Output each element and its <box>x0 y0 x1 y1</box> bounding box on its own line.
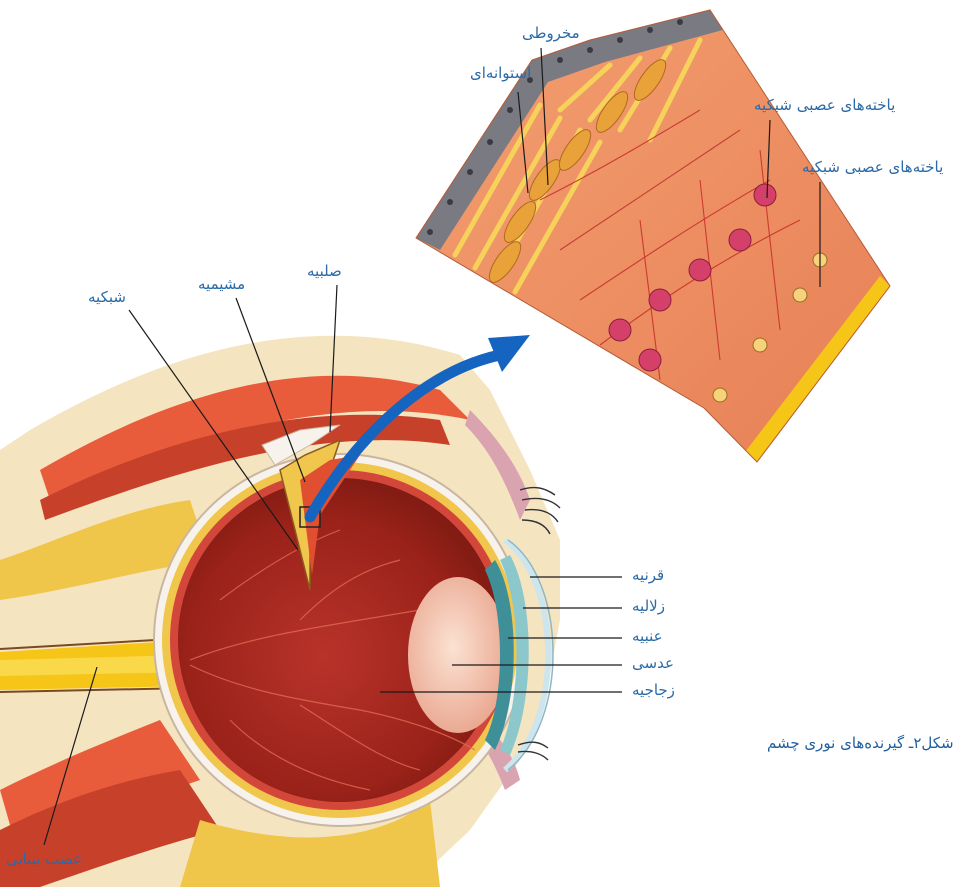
label-optic-nerve: عصب بینایی <box>6 850 82 868</box>
label-sclera: صلبیه <box>307 262 342 280</box>
label-cornea: قرنیه <box>632 566 664 584</box>
label-lens: عدسی <box>632 654 674 672</box>
label-iris: عنبیه <box>632 627 663 645</box>
label-choroid: مشیمیه <box>198 275 245 293</box>
label-vitreous: زجاجیه <box>632 681 675 699</box>
label-neuron-1: یاخته‌های عصبی شبکیه <box>754 96 895 114</box>
label-aqueous: زلالیه <box>632 597 665 615</box>
label-neuron-2: یاخته‌های عصبی شبکیه <box>802 158 943 176</box>
label-cone: مخروطی <box>522 24 580 42</box>
figure-caption: شکل۲ـ گیرنده‌های نوری چشم <box>767 734 954 752</box>
label-retina: شبکیه <box>88 288 126 306</box>
label-rod: استوانه‌ای <box>470 64 531 82</box>
